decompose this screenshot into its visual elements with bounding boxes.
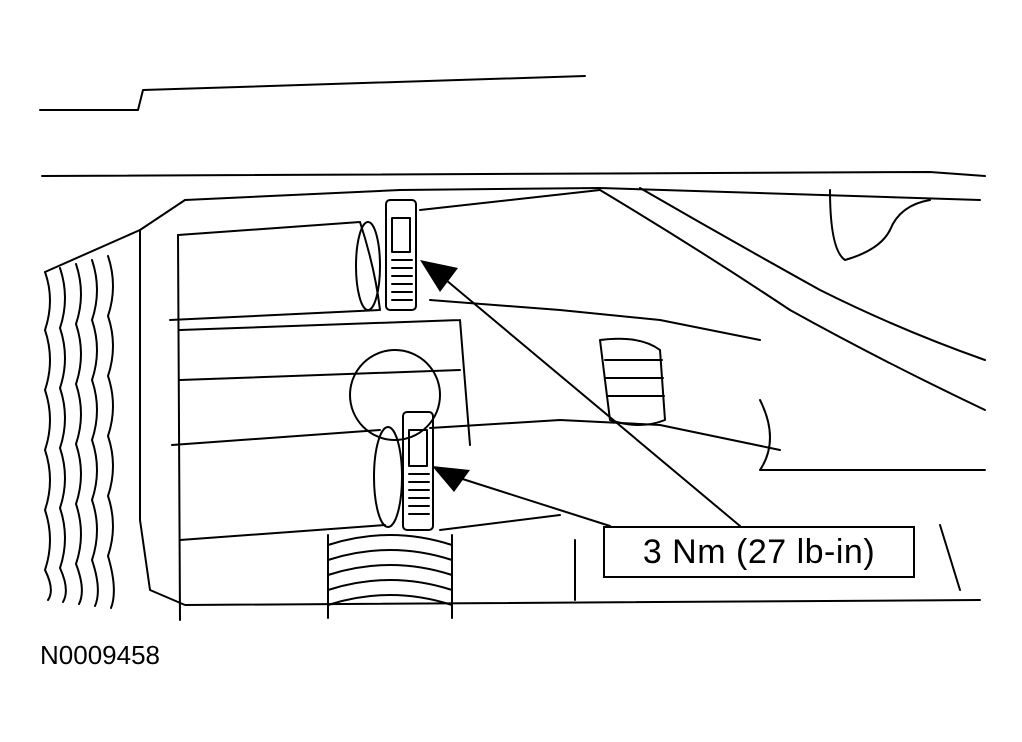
right-harness	[599, 187, 986, 411]
right-bracket	[759, 189, 986, 471]
upper-hose-end	[355, 221, 381, 311]
arrow-head-icon	[432, 466, 470, 492]
upper-hose-body	[419, 189, 761, 341]
top-ledge-line	[39, 75, 586, 111]
lower-hose-body	[429, 419, 781, 531]
housing-inner-left	[177, 234, 181, 621]
frame-top-edge	[41, 171, 986, 177]
lower-leader-line	[449, 474, 611, 527]
arrow-head-icon	[420, 260, 458, 292]
bottom-bellows	[327, 534, 453, 619]
fitting-rings	[604, 359, 665, 397]
left-boot-folds	[44, 199, 186, 609]
upper-hose	[169, 221, 381, 321]
upper-leader-line	[439, 274, 741, 527]
housing-outline	[184, 187, 981, 201]
frame-bottom	[574, 524, 961, 601]
mid-plate	[179, 319, 471, 446]
lower-hose	[171, 429, 386, 541]
upper-clamp	[385, 199, 417, 311]
figure-id: N0009458	[40, 640, 160, 670]
fitting	[599, 337, 666, 426]
torque-callout: 3 Nm (27 lb-in)	[603, 526, 915, 578]
lower-clamp	[402, 411, 434, 531]
lower-hose-end	[373, 426, 403, 528]
mid-port	[349, 349, 441, 441]
